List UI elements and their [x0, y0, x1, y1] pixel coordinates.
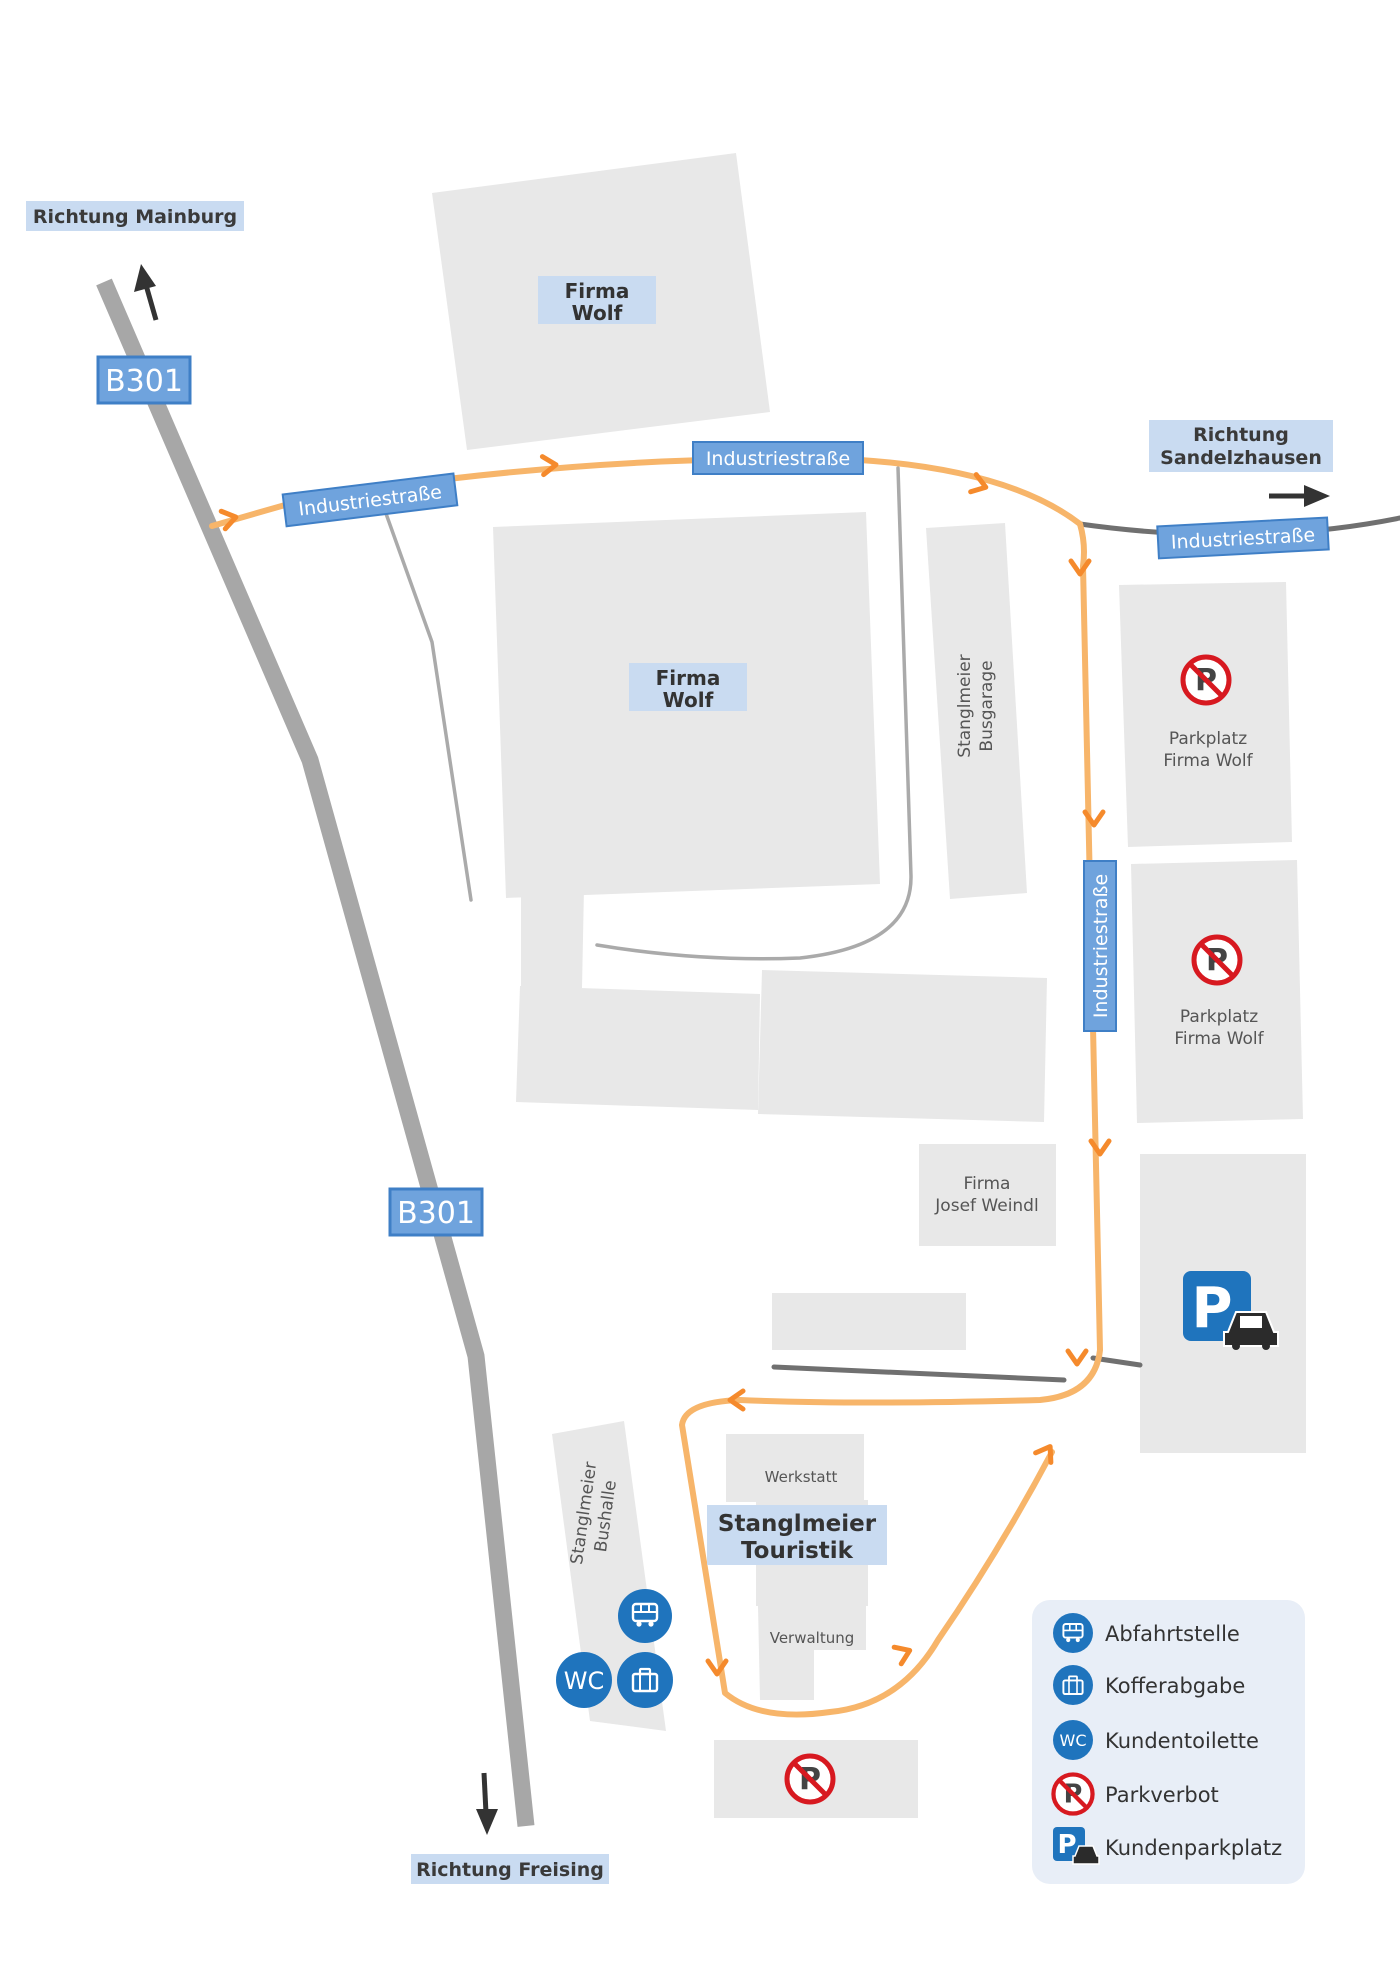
street-label-industriestrasse-1: Industriestraße — [281, 472, 459, 528]
legend-item-abfahrt: Abfahrtstelle — [1053, 1613, 1240, 1653]
building-werkstatt — [726, 1434, 864, 1502]
building-parkplatz-1 — [1119, 582, 1292, 847]
svg-text:Wolf: Wolf — [572, 301, 623, 325]
building-verwaltung — [758, 1606, 866, 1700]
label-parkplatz-1: Parkplatz Firma Wolf — [1163, 729, 1253, 771]
road-label-b301-south: B301 — [388, 1187, 484, 1237]
svg-text:Richtung Freising: Richtung Freising — [416, 1859, 604, 1881]
building-weindl — [919, 1144, 1056, 1246]
noparking-icon — [787, 1756, 833, 1802]
parking-icon: P — [1057, 1830, 1076, 1860]
label-firma-josef-weindl: Firma Josef Weindl — [934, 1174, 1038, 1216]
road-label-b301-north: B301 — [96, 355, 192, 405]
svg-text:Josef Weindl: Josef Weindl — [934, 1196, 1038, 1216]
building-parkplatz-2 — [1131, 860, 1303, 1123]
luggage-icon — [617, 1652, 673, 1708]
svg-text:Richtung Mainburg: Richtung Mainburg — [33, 206, 237, 228]
label-verwaltung: Verwaltung — [770, 1629, 855, 1647]
street-label-industriestrasse-2: Industriestraße — [692, 441, 864, 475]
svg-text:Wolf: Wolf — [663, 688, 714, 712]
car-icon — [1072, 1845, 1100, 1865]
legend-item-parkverbot: Parkverbot — [1053, 1774, 1219, 1813]
svg-text:Stanglmeier: Stanglmeier — [955, 654, 975, 757]
svg-text:Kundentoilette: Kundentoilette — [1105, 1729, 1259, 1753]
building-firma-wolf-annex — [521, 888, 584, 988]
direction-label-freising: Richtung Freising — [411, 1854, 609, 1884]
svg-text:Kofferabgabe: Kofferabgabe — [1105, 1674, 1245, 1698]
svg-text:Richtung: Richtung — [1193, 424, 1289, 446]
svg-text:Parkverbot: Parkverbot — [1105, 1783, 1219, 1807]
svg-text:Touristik: Touristik — [741, 1538, 854, 1564]
svg-text:P: P — [1191, 1276, 1232, 1341]
building-firma-wolf-south-left — [516, 986, 760, 1110]
svg-text:Stanglmeier: Stanglmeier — [718, 1511, 877, 1537]
svg-text:Firma: Firma — [565, 279, 630, 303]
svg-text:Firma Wolf: Firma Wolf — [1174, 1029, 1264, 1049]
svg-text:Kundenparkplatz: Kundenparkplatz — [1105, 1836, 1282, 1860]
wc-icon: WC — [1060, 1731, 1087, 1750]
label-firma-wolf-north: Firma Wolf — [538, 276, 656, 325]
street-label-industriestrasse-4: Industriestraße — [1083, 860, 1117, 1032]
b301-road — [96, 278, 535, 1827]
svg-text:Abfahrtstelle: Abfahrtstelle — [1105, 1622, 1240, 1646]
bus-stop-icon — [618, 1589, 672, 1643]
direction-arrows — [134, 264, 1330, 1835]
label-werkstatt: Werkstatt — [765, 1468, 838, 1486]
svg-text:B301: B301 — [105, 364, 183, 399]
legend-item-kundenparkplatz: P Kundenparkplatz — [1053, 1827, 1282, 1865]
noparking-icon — [1053, 1774, 1092, 1813]
svg-text:Firma: Firma — [964, 1174, 1011, 1194]
direction-label-mainburg: Richtung Mainburg — [26, 201, 244, 231]
legend: Abfahrtstelle Kofferabgabe WC Kundentoil… — [1032, 1600, 1305, 1884]
building-small-strip — [772, 1293, 966, 1350]
label-stanglmeier-touristik: Stanglmeier Touristik — [707, 1505, 887, 1565]
direction-label-sandelzhausen: Richtung Sandelzhausen — [1149, 420, 1333, 472]
label-parkplatz-2: Parkplatz Firma Wolf — [1174, 1007, 1264, 1049]
label-busgarage: Stanglmeier Busgarage — [955, 654, 997, 757]
legend-item-koffer: Kofferabgabe — [1053, 1665, 1245, 1705]
svg-text:B301: B301 — [397, 1196, 475, 1231]
svg-text:Industriestraße: Industriestraße — [1090, 874, 1112, 1018]
label-firma-wolf-main: Firma Wolf — [629, 663, 747, 712]
svg-text:Firma: Firma — [656, 666, 721, 690]
svg-text:Industriestraße: Industriestraße — [706, 448, 850, 470]
arrow-up-icon — [134, 264, 159, 321]
building-firma-wolf-south-right — [758, 970, 1047, 1122]
wc-icon: WC — [556, 1652, 612, 1708]
svg-text:Firma Wolf: Firma Wolf — [1163, 751, 1253, 771]
svg-text:WC: WC — [564, 1667, 605, 1695]
noparking-icon — [1183, 657, 1229, 703]
noparking-icon — [1194, 937, 1240, 983]
arrow-down-icon — [476, 1772, 498, 1835]
svg-text:Parkplatz: Parkplatz — [1169, 729, 1247, 749]
svg-text:Sandelzhausen: Sandelzhausen — [1160, 447, 1322, 469]
street-label-industriestrasse-3: Industriestraße — [1156, 516, 1330, 560]
minor-roads — [382, 466, 1400, 1383]
buildings-layer — [432, 153, 1306, 1818]
customer-parking-icon: P — [1183, 1271, 1279, 1350]
legend-item-toilette: WC Kundentoilette — [1053, 1720, 1259, 1760]
arrow-right-icon — [1269, 485, 1330, 507]
building-busgarage — [926, 523, 1027, 899]
svg-text:Parkplatz: Parkplatz — [1180, 1007, 1258, 1027]
svg-text:Busgarage: Busgarage — [977, 660, 997, 751]
